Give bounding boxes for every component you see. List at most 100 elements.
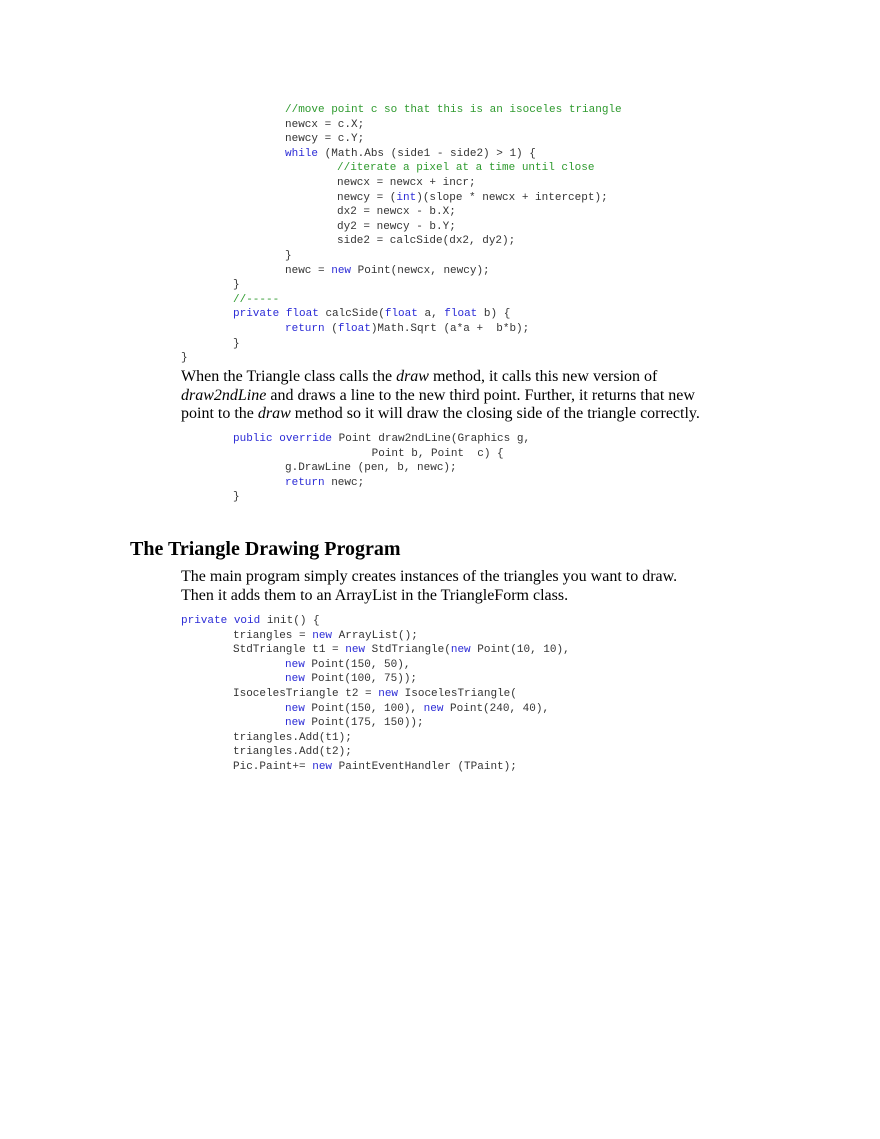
section-heading: The Triangle Drawing Program	[130, 538, 401, 560]
code-line: new Point(100, 75));	[0, 672, 570, 687]
code-line: StdTriangle t1 = new StdTriangle(new Poi…	[0, 643, 570, 658]
code-text: Point b, Point c) {	[233, 447, 504, 460]
code-line: IsocelesTriangle t2 = new IsocelesTriang…	[0, 687, 570, 702]
code-line: //-----	[0, 293, 622, 308]
code-line: }	[0, 351, 622, 366]
code-text: Point(240, 40),	[443, 702, 550, 715]
code-text: }	[181, 352, 188, 365]
code-line: Point b, Point c) {	[0, 447, 530, 462]
code-text: )(slope * newcx + intercept);	[416, 191, 608, 204]
code-line: private void init() {	[0, 614, 570, 629]
code-line: new Point(150, 50),	[0, 658, 570, 673]
code-line: public override Point draw2ndLine(Graphi…	[0, 432, 530, 447]
code-text: calcSide(	[318, 308, 385, 321]
code-line: newc = new Point(newcx, newcy);	[0, 264, 622, 279]
paragraph-draw-method-explanation: When the Triangle class calls the draw m…	[181, 368, 701, 424]
paragraph-main-program-explanation: The main program simply creates instance…	[181, 568, 691, 605]
code-keyword: new	[285, 673, 305, 686]
code-keyword: float	[337, 322, 371, 335]
code-text: newcx = newcx + incr;	[337, 176, 476, 189]
code-comment: //iterate a pixel at a time until close	[337, 162, 595, 175]
code-line: }	[0, 249, 622, 264]
code-keyword: private	[233, 308, 280, 321]
code-keyword: new	[312, 629, 333, 642]
code-line: return (float)Math.Sqrt (a*a + b*b);	[0, 322, 622, 337]
code-text: init() {	[260, 615, 320, 627]
code-line: newcy = c.Y;	[0, 132, 622, 147]
code-text: Point(150, 100),	[304, 702, 424, 715]
text-run: method so it will draw the closing side …	[290, 405, 700, 422]
code-keyword: new	[331, 264, 352, 277]
code-line: //iterate a pixel at a time until close	[0, 161, 622, 176]
code-text: triangles.Add(t1);	[233, 731, 352, 744]
code-text: triangles =	[233, 629, 313, 642]
code-text: triangles.Add(t2);	[233, 746, 352, 759]
code-text: a,	[417, 308, 445, 321]
italic-term: draw2ndLine	[181, 386, 267, 404]
code-line: Pic.Paint+= new PaintEventHandler (TPain…	[0, 760, 570, 775]
code-line: new Point(175, 150));	[0, 716, 570, 731]
code-block-draw2ndline-override: public override Point draw2ndLine(Graphi…	[0, 432, 530, 505]
code-text: }	[233, 279, 240, 292]
text-run: When the Triangle class calls the	[181, 368, 397, 385]
code-text: Point(newcx, newcy);	[351, 264, 490, 277]
code-keyword: return	[285, 322, 325, 335]
code-keyword: while	[285, 147, 319, 160]
code-line: //move point c so that this is an isocel…	[0, 103, 622, 118]
code-keyword: public	[233, 433, 273, 445]
code-line: while (Math.Abs (side1 - side2) > 1) {	[0, 147, 622, 162]
code-keyword: override	[279, 433, 333, 445]
code-keyword: private	[181, 615, 228, 627]
code-text: newcy = (	[337, 191, 397, 204]
code-text	[279, 308, 286, 320]
code-text: IsocelesTriangle(	[398, 687, 517, 700]
code-text: newc;	[324, 476, 365, 489]
code-text: Pic.Paint+=	[233, 760, 313, 773]
code-text: PaintEventHandler (TPaint);	[332, 760, 517, 773]
italic-term: draw	[257, 405, 291, 422]
code-text: newcx = c.X;	[285, 118, 365, 131]
code-keyword: new	[450, 644, 471, 657]
code-block-init-method: private void init() {triangles = new Arr…	[0, 614, 570, 775]
code-keyword: new	[312, 760, 333, 773]
code-keyword: float	[444, 308, 478, 321]
code-line: newcx = c.X;	[0, 118, 622, 133]
code-text: IsocelesTriangle t2 =	[233, 687, 379, 700]
code-keyword: float	[285, 308, 319, 321]
code-line: private float calcSide(float a, float b)…	[0, 307, 622, 322]
code-text: ArrayList();	[332, 629, 418, 642]
code-line: triangles = new ArrayList();	[0, 629, 570, 644]
italic-term: draw	[396, 368, 429, 385]
code-text: }	[233, 491, 240, 504]
code-line: newcx = newcx + incr;	[0, 176, 622, 191]
code-line: triangles.Add(t1);	[0, 731, 570, 746]
code-text: Point draw2ndLine(Graphics g,	[332, 433, 531, 445]
code-text: Point(10, 10),	[470, 644, 570, 657]
code-text	[227, 615, 234, 627]
code-keyword: new	[423, 702, 444, 715]
code-line: new Point(150, 100), new Point(240, 40),	[0, 702, 570, 717]
code-keyword: new	[285, 702, 305, 715]
code-line: dx2 = newcx - b.X;	[0, 205, 622, 220]
code-text: Point(150, 50),	[304, 658, 411, 671]
code-keyword: float	[384, 308, 418, 321]
code-keyword: int	[396, 191, 417, 204]
code-line: dy2 = newcy - b.Y;	[0, 220, 622, 235]
code-text: (Math.Abs (side1 - side2) > 1) {	[318, 147, 536, 160]
code-line: return newc;	[0, 476, 530, 491]
text-run: method, it calls this new version of	[428, 368, 658, 385]
code-text: side2 = calcSide(dx2, dy2);	[337, 235, 516, 248]
code-text: newc =	[285, 264, 332, 277]
code-keyword: return	[285, 476, 325, 489]
text-run: The main program simply creates instance…	[181, 568, 678, 604]
code-text: Point(100, 75));	[304, 673, 418, 686]
code-text: newcy = c.Y;	[285, 133, 365, 146]
code-line: }	[0, 278, 622, 293]
code-text: }	[233, 337, 240, 350]
code-comment: //move point c so that this is an isocel…	[285, 104, 622, 116]
code-keyword: new	[285, 717, 305, 730]
code-line: newcy = (int)(slope * newcx + intercept)…	[0, 191, 622, 206]
code-text: b) {	[477, 308, 511, 321]
code-line: side2 = calcSide(dx2, dy2);	[0, 234, 622, 249]
